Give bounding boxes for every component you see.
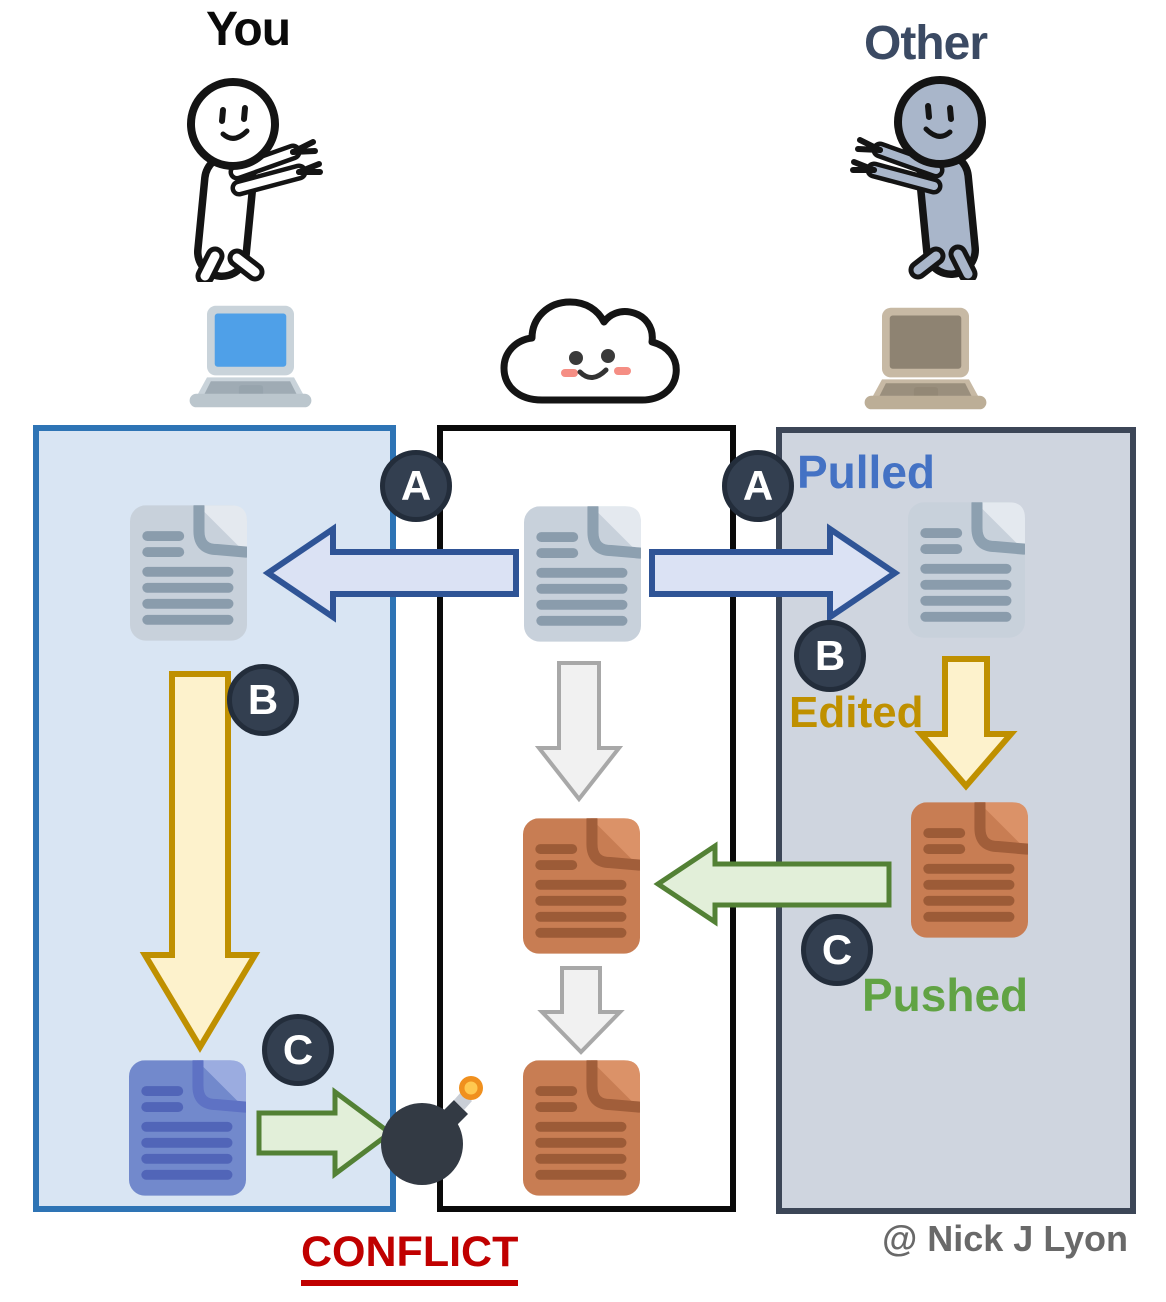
edit-arrow-left-icon bbox=[139, 671, 261, 1053]
pulled-label: Pulled bbox=[797, 446, 936, 498]
edit-arrow-right-icon bbox=[914, 656, 1018, 791]
edited-label: Edited bbox=[789, 688, 924, 737]
push-arrow-left-icon bbox=[256, 1087, 395, 1179]
history-arrow-top-icon bbox=[534, 661, 624, 803]
step-b-badge-right: B bbox=[794, 620, 866, 692]
your-laptop-icon bbox=[178, 303, 323, 413]
remote-original-document-icon bbox=[524, 504, 641, 644]
step-c-badge-left: C bbox=[262, 1014, 334, 1086]
you-label: You bbox=[205, 3, 291, 56]
push-arrow-right-icon bbox=[653, 841, 892, 927]
other-pulled-document-icon bbox=[908, 500, 1025, 640]
step-a-badge-right: A bbox=[722, 450, 794, 522]
pushed-label: Pushed bbox=[862, 969, 1029, 1021]
step-c-badge-right: C bbox=[801, 914, 873, 986]
remote-latest-document-icon bbox=[523, 1058, 640, 1198]
step-b-badge-left: B bbox=[227, 664, 299, 736]
history-arrow-bottom-icon bbox=[537, 966, 625, 1055]
conflict-label: CONFLICT bbox=[301, 1228, 519, 1286]
step-a-badge-left: A bbox=[380, 450, 452, 522]
pull-arrow-left-icon bbox=[262, 523, 519, 623]
bomb-icon bbox=[381, 1076, 483, 1185]
credit-label: @ Nick J Lyon bbox=[882, 1218, 1128, 1259]
other-laptop-icon bbox=[853, 305, 998, 415]
cloud-icon bbox=[500, 298, 680, 404]
you-person-icon bbox=[165, 72, 335, 282]
other-person-icon bbox=[838, 70, 1008, 280]
your-edited-document-icon bbox=[129, 1058, 246, 1198]
other-label: Other bbox=[863, 17, 988, 70]
your-original-document-icon bbox=[130, 503, 247, 643]
remote-updated-document-icon bbox=[523, 816, 640, 956]
other-edited-document-icon bbox=[911, 800, 1028, 940]
pull-arrow-right-icon bbox=[649, 523, 901, 623]
